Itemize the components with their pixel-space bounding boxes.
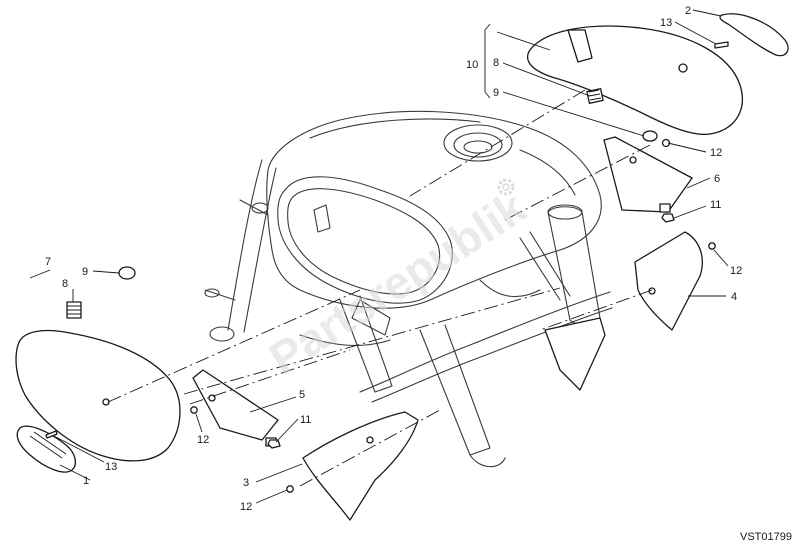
callout-5: 5 [299,389,305,401]
cover-mount-hole [678,63,688,73]
screw-panel-left [190,406,198,414]
callout-8-lower: 8 [62,278,68,290]
gear-watermark-icon [497,178,515,196]
callout-9-lower: 9 [82,266,88,278]
nut-upper [661,213,675,223]
callout-11-lower: 11 [300,414,311,426]
panel-tab [659,203,671,213]
watermark: Partsrepublik [260,181,535,385]
nut-lower [267,439,281,449]
panel-hole [629,156,637,164]
side-cover-left [15,329,181,462]
callout-12-right: 12 [730,265,742,277]
callout-8-upper: 8 [493,57,499,69]
side-cover-right-bracket [567,29,593,63]
callout-12-left: 12 [197,434,209,446]
grommet-lower [118,266,136,280]
screw-upper [714,41,729,49]
side-panel-upper-right [603,136,693,213]
screw-panel-right [708,242,716,250]
callout-3: 3 [243,477,249,489]
callout-6: 6 [714,173,720,185]
callout-4: 4 [731,291,737,303]
callout-13-lower: 13 [105,461,117,473]
screw-panel-center [286,485,294,493]
callout-12-upper: 12 [710,147,722,159]
panel-hole-center [366,436,374,444]
callout-13-upper: 13 [660,17,672,29]
bracket-frame-lower [544,317,606,391]
grommet-upper [642,130,658,142]
screw-lower [45,430,58,439]
side-panel-lower-left [192,369,279,441]
callout-2: 2 [685,5,691,17]
badge-right [719,13,789,57]
callout-10: 10 [466,59,478,71]
side-panel-lower-right [634,231,703,331]
frame-and-tank-assembly [204,110,613,468]
callout-7: 7 [45,256,51,268]
callout-11-upper: 11 [710,199,721,211]
callout-1: 1 [83,475,89,487]
callout-12-lower: 12 [240,501,252,513]
callout-9-upper: 9 [493,87,499,99]
side-panel-lower-center [302,411,419,521]
side-cover-right [527,25,743,136]
watermark-text: Partsrepublik [260,181,535,385]
drawing-code: VST01799 [740,531,792,543]
